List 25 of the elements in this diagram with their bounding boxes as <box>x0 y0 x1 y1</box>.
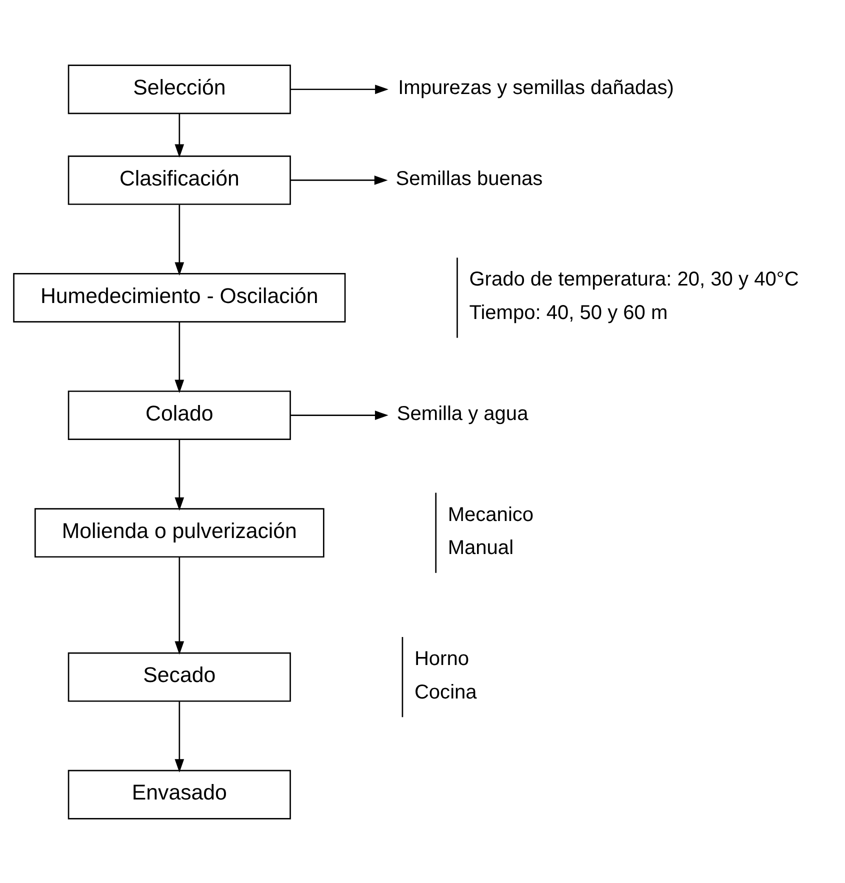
node-box: Clasificación <box>68 155 291 204</box>
node-box: Selección <box>68 64 291 114</box>
arrow <box>290 84 388 94</box>
arrow <box>290 175 388 184</box>
node-label: Tiempo: 40, 50 y 60 m <box>469 302 668 324</box>
node-box: Secado <box>68 652 291 702</box>
node-label: Grado de temperatura: 20, 30 y 40°C <box>469 268 799 290</box>
node-box: Molienda o pulverización <box>34 508 324 558</box>
node-label: Horno <box>414 648 469 670</box>
arrow <box>174 204 184 276</box>
node-box: Envasado <box>68 769 291 819</box>
node-label: Cocina <box>414 680 477 703</box>
node-text: Semilla y agua <box>396 402 528 424</box>
node-label: Mecanico <box>448 503 534 526</box>
arrow <box>174 701 184 772</box>
node-label: Manual <box>448 536 514 559</box>
node-box: Colado <box>68 390 291 440</box>
arrow <box>174 322 184 393</box>
node-box: Humedecimiento - Oscilación <box>13 272 346 322</box>
node-text: Semillas buenas <box>396 167 543 190</box>
node-text: Impurezas y semillas dañadas) <box>398 76 674 99</box>
arrow <box>174 556 184 654</box>
arrow <box>174 113 184 158</box>
arrow <box>174 439 184 510</box>
arrow <box>290 410 388 420</box>
